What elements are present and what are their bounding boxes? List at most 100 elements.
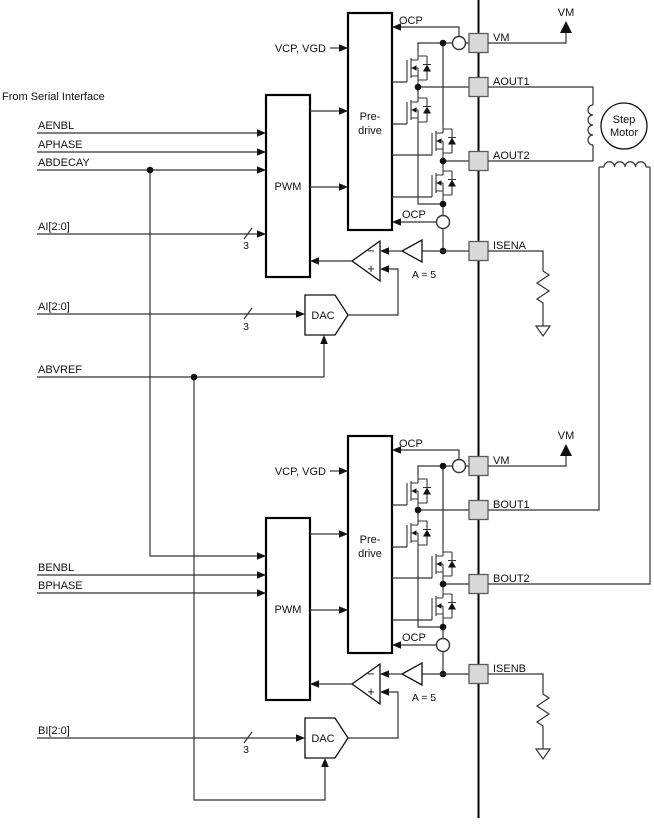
vm-b-pin-label: VM bbox=[493, 455, 510, 467]
comparator-a-minus: − bbox=[367, 244, 374, 258]
pin-isena bbox=[468, 240, 489, 262]
vm-a-supply-wire bbox=[488, 33, 567, 44]
sense-resistor-a bbox=[488, 250, 552, 338]
current-sensor-a-top bbox=[451, 35, 467, 51]
predrive-a-block bbox=[346, 11, 394, 232]
benbl-label: BENBL bbox=[38, 562, 74, 574]
bout2-label: BOUT2 bbox=[493, 573, 530, 585]
hbridge-b-wires bbox=[392, 462, 469, 678]
pin-bout2 bbox=[468, 573, 489, 595]
ocp-b-top-wire bbox=[400, 449, 460, 460]
dac-b-out-wire bbox=[348, 691, 399, 739]
comparator-a bbox=[350, 239, 381, 283]
dac-b-label: DAC bbox=[311, 733, 334, 745]
vcp-vgd-a-label: VCP, VGD bbox=[275, 43, 326, 55]
pin-isenb bbox=[468, 663, 489, 685]
gain-a-label: A = 5 bbox=[412, 269, 436, 281]
mosfet-a-high-side-2 bbox=[431, 124, 457, 158]
aphase-label: APHASE bbox=[38, 139, 83, 151]
ground-symbol-b bbox=[534, 748, 552, 761]
comparator-a-plus: + bbox=[367, 262, 374, 276]
channel-b: BENBL BPHASE BI[2:0] 3 PWM VCP, VGD Pre-… bbox=[37, 430, 575, 761]
mosfet-a-low-side-2 bbox=[431, 166, 457, 200]
pin-aout1 bbox=[468, 76, 489, 98]
dac-b-block bbox=[304, 717, 349, 759]
mosfet-b-low-side-1 bbox=[406, 516, 432, 550]
pin-bout1 bbox=[468, 499, 489, 521]
vcp-vgd-b-label: VCP, VGD bbox=[275, 466, 326, 478]
ocp-b-bottom-label: OCP bbox=[402, 632, 426, 644]
mosfet-b-low-side-2 bbox=[431, 589, 457, 623]
current-sensor-b-top bbox=[451, 458, 467, 474]
winding-a bbox=[488, 86, 594, 162]
ocp-b-top-arrow bbox=[392, 446, 401, 454]
vcp-vgd-b-arrow bbox=[339, 467, 348, 475]
pin-vm-a bbox=[468, 32, 489, 54]
current-sensor-a-bottom bbox=[435, 214, 451, 230]
bi-bus-dac-label: BI[2:0] bbox=[38, 725, 70, 737]
vm-b-supply-arrow-icon bbox=[560, 444, 572, 456]
channel-a-input-wires bbox=[37, 129, 329, 801]
predrive-b-block bbox=[346, 434, 394, 655]
gain-amp-a bbox=[400, 238, 423, 264]
pwm-a-label: PWM bbox=[275, 181, 302, 193]
vm-a-supply-label: VM bbox=[558, 7, 575, 19]
hbridge-a-wires bbox=[392, 39, 469, 255]
ai-bus-pwm-label: AI[2:0] bbox=[38, 221, 70, 233]
comparator-b-minus: − bbox=[367, 667, 374, 681]
vm-a-supply-arrow-icon bbox=[560, 21, 572, 33]
mosfet-a-low-side-1 bbox=[406, 93, 432, 127]
isenb-label: ISENB bbox=[493, 663, 526, 675]
mosfet-b-high-side-2 bbox=[431, 547, 457, 581]
predrive-b-label-2: drive bbox=[358, 548, 382, 560]
step-motor-icon bbox=[600, 102, 648, 150]
step-motor-label-2: Motor bbox=[610, 127, 638, 139]
mosfet-b-high-side-1 bbox=[406, 474, 432, 508]
vm-b-supply-wire bbox=[488, 456, 567, 467]
aenbl-label: AENBL bbox=[38, 120, 74, 132]
pin-vm-b bbox=[468, 455, 489, 477]
bus-width-a-pwm: 3 bbox=[243, 240, 249, 252]
motor-circuit: Step Motor bbox=[488, 86, 651, 585]
abdecay-label: ABDECAY bbox=[38, 157, 90, 169]
ocp-a-bottom-arrow bbox=[392, 218, 401, 226]
aout2-label: AOUT2 bbox=[493, 150, 530, 162]
channel-b-input-wires bbox=[37, 571, 305, 744]
bus-width-a-dac: 3 bbox=[243, 321, 249, 333]
pwm-a-block bbox=[264, 93, 312, 279]
bus-width-b-dac: 3 bbox=[243, 744, 249, 756]
vcp-vgd-a-arrow bbox=[339, 44, 348, 52]
ai-bus-dac-label: AI[2:0] bbox=[38, 301, 70, 313]
aout1-label: AOUT1 bbox=[493, 76, 530, 88]
mosfet-a-high-side-1 bbox=[406, 51, 432, 85]
pwm-b-to-predrive-wires bbox=[310, 530, 348, 614]
predrive-b-label-1: Pre- bbox=[360, 534, 381, 546]
comparator-b bbox=[350, 662, 381, 706]
dac-a-block bbox=[304, 294, 349, 336]
gain-b-label: A = 5 bbox=[412, 692, 436, 704]
bout1-label: BOUT1 bbox=[493, 499, 530, 511]
dac-a-out-wire bbox=[348, 268, 399, 316]
isena-label: ISENA bbox=[493, 240, 527, 252]
vm-a-pin-label: VM bbox=[493, 32, 510, 44]
sense-resistor-b bbox=[488, 673, 552, 761]
pwm-b-block bbox=[264, 516, 312, 702]
dac-a-label: DAC bbox=[311, 310, 334, 322]
ground-symbol-a bbox=[534, 325, 552, 338]
gain-amp-b bbox=[400, 661, 423, 687]
pin-aout2 bbox=[468, 150, 489, 172]
ocp-a-top-label: OCP bbox=[399, 15, 423, 27]
comparator-b-plus: + bbox=[367, 685, 374, 699]
vm-b-supply-label: VM bbox=[558, 430, 575, 442]
ocp-b-top-label: OCP bbox=[399, 438, 423, 450]
ocp-b-bottom-arrow bbox=[392, 641, 401, 649]
channel-a: AENBL APHASE ABDECAY AI[2:0] AI[2:0] ABV… bbox=[37, 7, 575, 801]
current-sensor-b-bottom bbox=[435, 637, 451, 653]
pwm-b-label: PWM bbox=[275, 604, 302, 616]
ocp-a-top-wire bbox=[400, 26, 460, 37]
predrive-a-label-2: drive bbox=[358, 125, 382, 137]
step-motor-label-1: Step bbox=[613, 114, 636, 126]
predrive-a-label-1: Pre- bbox=[360, 111, 381, 123]
